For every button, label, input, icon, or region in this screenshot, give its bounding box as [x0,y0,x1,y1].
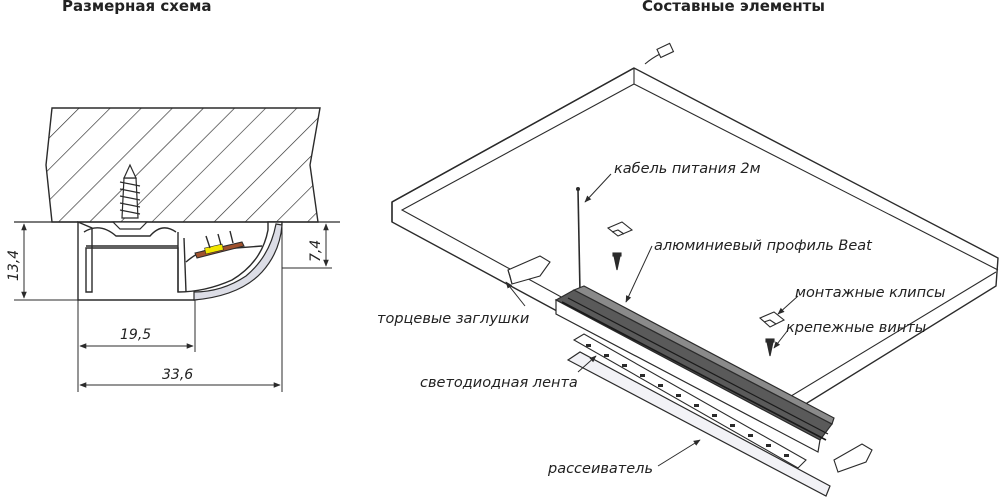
cross-section-drawing: 13,4 7,4 19,5 33,6 [6,107,340,392]
label-diffuser: рассеиватель [547,461,653,477]
leader-cable [584,173,612,203]
cable-line [577,189,581,293]
leader-diffuser [657,439,701,467]
label-led-strip: светодиодная лента [420,375,578,391]
label-clips: монтажные клипсы [795,285,946,301]
dim-width-total: 33,6 [162,367,193,383]
label-cable: кабель питания 2м [614,161,761,177]
led-chips [586,344,789,457]
cable-connector [644,42,675,65]
screw-upper [612,252,622,271]
aluminium-profile [554,285,835,453]
clip-right [758,311,786,328]
dim-height-total: 13,4 [6,250,22,281]
leader-end-caps [505,281,526,307]
exploded-view-drawing: кабель питания 2м алюминиевый профиль Be… [377,42,999,497]
leader-profile [625,245,653,303]
clip-upper [606,221,634,237]
led-strip [572,333,807,469]
ceiling-slab [45,107,321,223]
screw-shape [111,163,149,230]
heading-components: Составные элементы [642,0,825,15]
dim-height-lens: 7,4 [308,240,324,262]
led-strip-section [194,230,245,259]
profile-shape [77,220,283,301]
label-end-caps: торцевые заглушки [377,311,529,327]
leader-led-strip [577,355,597,373]
leader-screws [773,329,789,349]
label-screws: крепежные винты [786,320,926,336]
end-cap-right [833,443,873,473]
heading-dimension-scheme: Размерная схема [62,0,212,15]
leader-clips [777,295,799,315]
screw-right [765,338,775,357]
diffuser-lens [193,223,283,301]
dim-width-base: 19,5 [120,327,151,343]
diffuser [566,351,831,497]
label-profile: алюминиевый профиль Beat [654,238,873,254]
